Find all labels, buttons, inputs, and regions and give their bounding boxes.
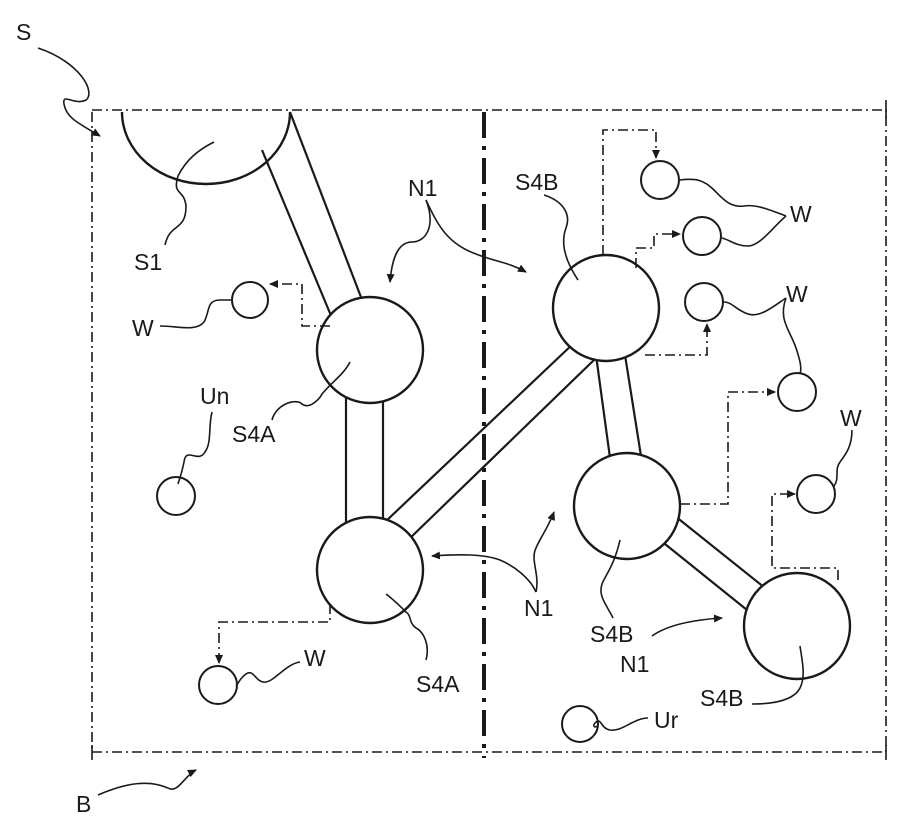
label-n1-mid: N1 (524, 595, 553, 621)
label-s1: S1 (134, 249, 162, 275)
node-s4a-lower (317, 517, 423, 623)
leader-n1-top-left (390, 200, 430, 282)
node-s4a-upper (317, 297, 423, 403)
leader-s (38, 48, 100, 136)
leader-w-left-upper (160, 300, 232, 328)
w-node-right-5 (797, 475, 835, 513)
connector-s4b-v-b (625, 355, 641, 456)
ur-node (562, 706, 598, 742)
label-w-right-1: W (790, 201, 812, 227)
leader-w-right-mid-b (783, 298, 800, 374)
connector-s4b-d-b (675, 516, 770, 592)
label-s4a-upper: S4A (232, 421, 276, 447)
w-node-right-1 (641, 161, 679, 199)
leader-n1-mid-2 (534, 512, 554, 592)
w-node-right-3 (685, 283, 723, 321)
label-w-right-2: W (786, 281, 808, 307)
label-s4b-bottom: S4B (700, 685, 743, 711)
leader-w-right-top (680, 179, 786, 216)
node-s4b-mid (574, 453, 680, 559)
label-s4b-top: S4B (515, 169, 558, 195)
w-node-right-2 (683, 217, 721, 255)
label-ur: Ur (654, 707, 679, 733)
label-n1-top: N1 (408, 175, 437, 201)
leader-w-right-top-b (722, 216, 786, 246)
supply-right-4 (680, 392, 775, 504)
connector-s1-s4a-b (290, 112, 364, 305)
leader-w-right-low (834, 430, 852, 486)
leader-b (98, 770, 196, 795)
label-s4a-lower: S4A (416, 671, 460, 697)
label-n1-bottom: N1 (620, 651, 649, 677)
leader-ur (594, 718, 648, 730)
leader-un (178, 412, 212, 484)
leader-w-left-lower (236, 662, 300, 686)
supply-right-2 (636, 234, 680, 268)
label-un: Un (200, 383, 229, 409)
connector-s4b-v-a (596, 355, 610, 458)
w-node-right-4 (778, 373, 816, 411)
label-b: B (76, 791, 91, 817)
un-node (157, 477, 195, 515)
station-s1-shape (122, 112, 290, 184)
label-s4b-mid: S4B (590, 621, 633, 647)
leader-n1-top (426, 200, 526, 272)
leader-w-right-mid (724, 298, 786, 315)
label-s: S (16, 19, 31, 45)
connector-diag-b (406, 360, 594, 542)
label-w-left-lower: W (304, 645, 326, 671)
w-node-left-upper (232, 282, 268, 318)
connector-s1-s4a-a (262, 150, 332, 318)
label-w-right-3: W (840, 405, 862, 431)
node-s4b-top (553, 255, 659, 361)
node-s4b-bottom (744, 573, 850, 679)
label-w-left-upper: W (132, 315, 154, 341)
leader-n1-bottom (652, 618, 722, 636)
connector-s4b-d-a (660, 540, 752, 614)
w-node-left-lower (199, 666, 237, 704)
